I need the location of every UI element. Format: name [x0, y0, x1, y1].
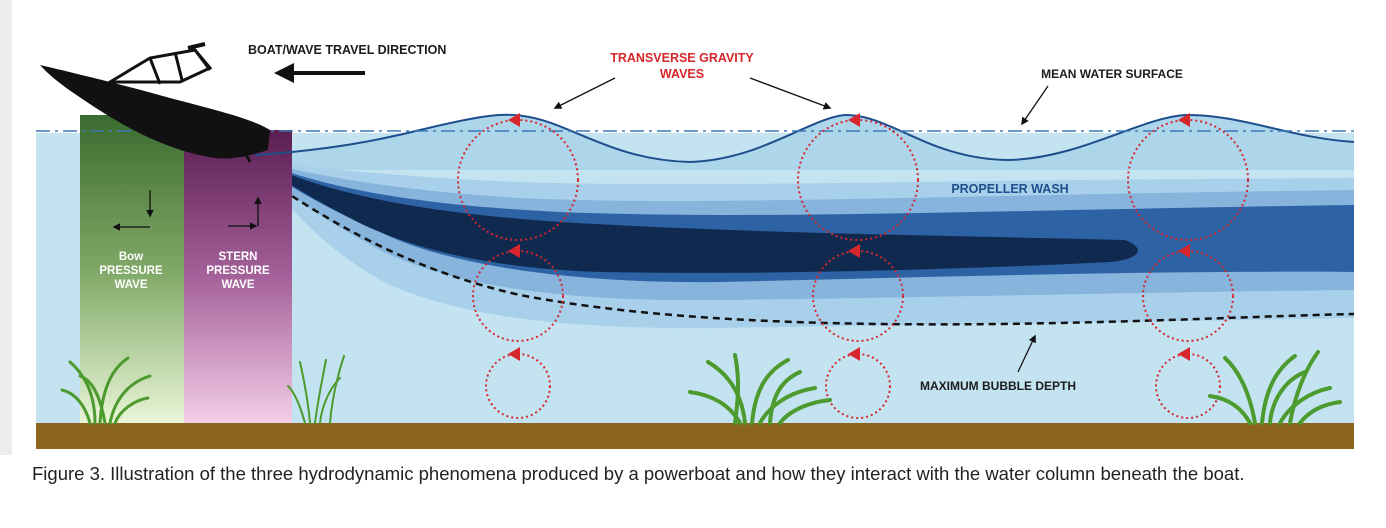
vortex-circle — [457, 119, 579, 241]
stern-label-2: PRESSURE — [206, 265, 270, 277]
travel-direction-label: BOAT/WAVE TRAVEL DIRECTION — [248, 43, 446, 57]
travel-direction-arrowhead — [274, 63, 294, 83]
plant-cluster-right — [1208, 350, 1342, 425]
transverse-pointer-right — [749, 77, 832, 110]
bow-pressure-column — [80, 115, 184, 425]
sediment-bed — [36, 423, 1354, 449]
plant-cluster-mid — [688, 353, 832, 425]
vortex-circle — [797, 119, 919, 241]
vortex-arrowheads — [508, 113, 1190, 361]
wash-dark-core — [255, 160, 1138, 273]
stern-arrows — [228, 196, 262, 230]
boat-icon — [40, 42, 270, 163]
transverse-waves-label-1: TRANSVERSE GRAVITY — [610, 51, 754, 65]
plant-cluster-small — [287, 355, 345, 424]
transverse-pointer-left — [553, 77, 616, 109]
bubble-depth-line — [251, 168, 1355, 326]
water-surface-wave — [254, 113, 1355, 164]
diagram-svg: Bow PRESSURE WAVE STERN PRESSURE WAVE — [0, 0, 1355, 455]
stern-pressure-column — [184, 130, 292, 425]
bow-label-2: PRESSURE — [99, 265, 163, 277]
mean-surface-pointer — [1021, 85, 1049, 126]
wave-crest-water — [270, 114, 1354, 170]
bubble-depth-pointer — [1017, 334, 1036, 373]
bubble-depth-label: MAXIMUM BUBBLE DEPTH — [920, 379, 1076, 393]
bow-arrows — [112, 190, 154, 231]
mean-surface-label: MEAN WATER SURFACE — [1041, 67, 1183, 81]
transverse-waves-label-2: WAVES — [660, 67, 704, 81]
propeller-wash-label: PROPELLER WASH — [951, 182, 1068, 196]
bow-label-3: WAVE — [114, 279, 147, 291]
figure-caption: Figure 3. Illustration of the three hydr… — [32, 463, 1245, 484]
vortex-circle — [1127, 119, 1249, 241]
stern-label-1: STERN — [219, 251, 258, 263]
bow-label-1: Bow — [119, 251, 143, 263]
plant-cluster-bow — [60, 356, 152, 425]
page-margin-strip — [0, 0, 12, 455]
stern-label-3: WAVE — [221, 279, 254, 291]
hydrodynamics-figure: Bow PRESSURE WAVE STERN PRESSURE WAVE — [0, 0, 1355, 455]
